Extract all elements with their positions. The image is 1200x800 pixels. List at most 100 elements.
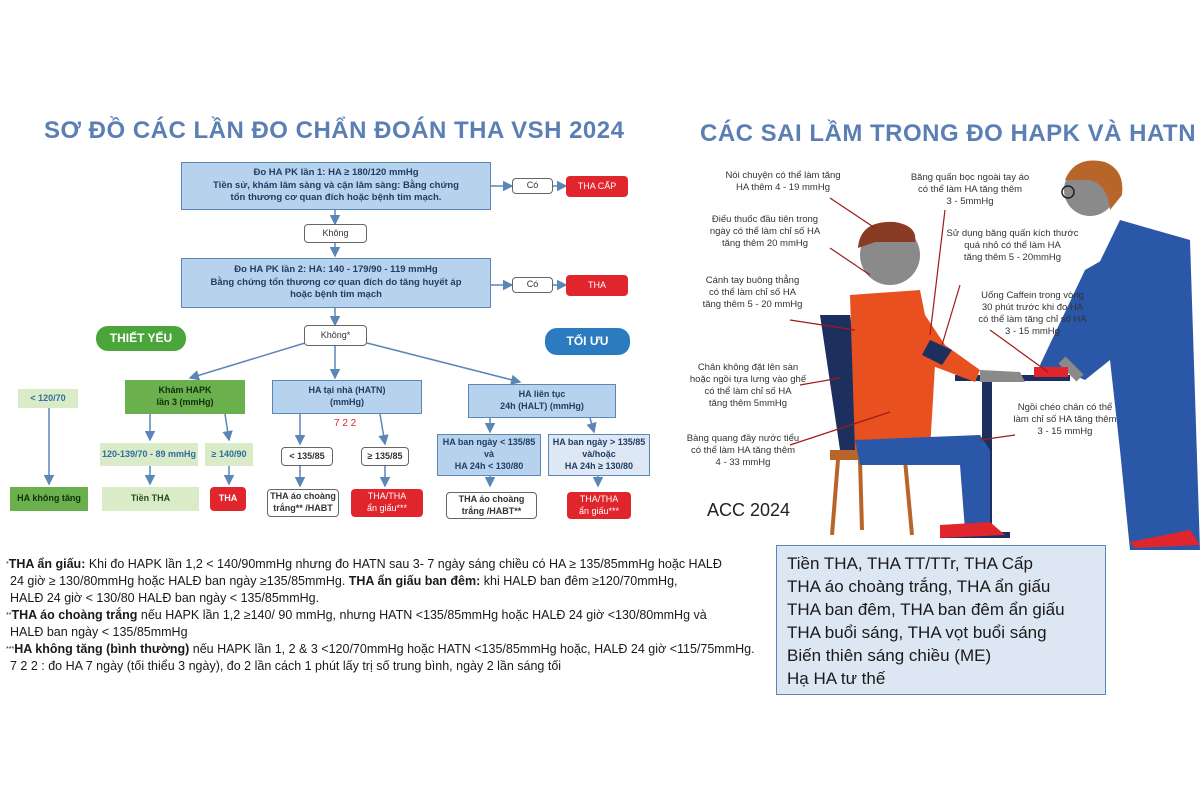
flowchart-title: SƠ ĐỒ CÁC LẦN ĐO CHẨN ĐOÁN THA VSH 2024: [44, 117, 625, 144]
home-line2: (mmHg): [330, 397, 364, 407]
wc2-line2: trắng /HABT**: [461, 505, 522, 516]
step1-result: THA CẤP: [566, 176, 628, 197]
day-ge-line2: và/hoặc: [582, 449, 616, 460]
essential-badge: THIẾT YẾU: [96, 326, 186, 351]
label-bladder-3: 4 - 33 mmHg: [715, 457, 771, 468]
measurement-illustration: [789, 160, 1200, 550]
note-722: 7 2 2 : đo HA 7 ngày (tối thiểu 3 ngày),…: [10, 659, 562, 673]
seven-two-two: 7 2 2: [334, 418, 357, 429]
label-cuff-over-1: Băng quấn bọc ngoài tay áo: [910, 172, 1030, 183]
wc1-box: THA áo choàng trắng** /HABT: [267, 489, 339, 517]
day-lt-line2: và: [483, 449, 494, 460]
no-label-1: Không: [304, 224, 367, 243]
label-talking: Nói chuyện có thể làm tăng HA thêm 4 - 1…: [718, 170, 848, 194]
patient-hair: [858, 221, 916, 248]
normal-box: HA không tăng: [10, 487, 88, 511]
label-arm-2: có thể làm chỉ số HA: [708, 287, 797, 298]
home-box: HA tại nhà (HATN) (mmHg): [272, 380, 422, 414]
label-arm-1: Cánh tay buông thẳng: [705, 275, 800, 286]
label-feet-1: Chân không đặt lên sàn: [697, 362, 799, 373]
label-legs-1: Ngồi chéo chân có thể: [1017, 402, 1113, 413]
bp-cuff: [922, 340, 952, 365]
label-arm: Cánh tay buông thẳng có thể làm chỉ số H…: [690, 275, 815, 311]
masked2-line1: THA/THA: [579, 493, 619, 504]
lt120-box: < 120/70: [18, 389, 78, 408]
step2-line3: hoặc bệnh tim mạch: [290, 289, 382, 301]
ge140-box: ≥ 140/90: [205, 443, 253, 466]
label-small-cuff: Sử dụng băng quấn kích thước quá nhỏ có …: [940, 228, 1085, 264]
step1-yes: Có: [512, 178, 553, 194]
pre-box: Tiền THA: [102, 487, 199, 511]
label-caffeine: Uống Caffein trong vòng 30 phút trước kh…: [965, 290, 1100, 338]
note-masked-term: THA ẩn giấu:: [8, 557, 86, 571]
label-cuff-over-3: 3 - 5mmHg: [946, 196, 994, 207]
step2-line1: Đo HA PK lần 2: HA: 140 - 179/90 - 119 m…: [234, 264, 438, 276]
label-feet: Chân không đặt lên sàn hoặc ngồi tựa lưn…: [678, 362, 818, 410]
label-arm-3: tăng thêm 5 - 20 mmHg: [702, 299, 803, 310]
nurse-shoe: [1130, 530, 1200, 548]
abpm-box: HA liên tục 24h (HALT) (mmHg): [468, 384, 616, 418]
label-feet-4: tăng thêm 5mmHg: [708, 398, 788, 409]
masked1-box: THA/THA ẩn giấu***: [351, 489, 423, 517]
masked2-box: THA/THA ẩn giấu***: [567, 492, 631, 519]
label-feet-2: hoặc ngồi tựa lưng vào ghế: [689, 374, 807, 385]
nurse-glasses: [1061, 185, 1075, 199]
day-lt-line1: HA ban ngày < 135/85: [442, 437, 536, 448]
label-smoking-1: Điếu thuốc đầu tiên trong: [711, 214, 819, 225]
label-smoking: Điếu thuốc đầu tiên trong ngày có thể là…: [695, 214, 835, 250]
note-masked: *THA ẩn giấu: Khi đo HAPK lần 1,2 < 140/…: [6, 557, 722, 571]
bp-monitor: [1034, 367, 1068, 377]
label-smoking-3: tăng thêm 20 mmHg: [721, 238, 809, 249]
label-legs-2: làm chỉ số HA tăng thêm: [1013, 414, 1117, 425]
label-feet-3: có thể làm chỉ số HA: [704, 386, 792, 397]
label-talking-1: Nói chuyện có thể làm tăng: [725, 170, 841, 181]
errors-title: CÁC SAI LẦM TRONG ĐO HAPK VÀ HATN: [700, 120, 1197, 147]
label-bladder-1: Bàng quang đầy nước tiểu: [686, 433, 800, 444]
abpm-line1: HA liên tục: [518, 389, 566, 400]
summary-line-2: THA áo choàng trắng, THA ẩn giấu: [787, 577, 1051, 596]
day-lt-line3: HA 24h < 130/80: [454, 460, 524, 471]
label-caffeine-2: 30 phút trước khi đo HA: [981, 302, 1084, 313]
label-bladder: Bàng quang đầy nước tiểu có thể làm HA t…: [678, 433, 808, 469]
day-ge-line3: HA 24h ≥ 130/80: [564, 460, 634, 471]
label-small-cuff-1: Sử dụng băng quấn kích thước: [946, 228, 1079, 239]
day-ge-box: HA ban ngày > 135/85 và/hoặc HA 24h ≥ 13…: [548, 434, 650, 476]
footnotes: *THA ẩn giấu: Khi đo HAPK lần 1,2 < 140/…: [6, 556, 776, 675]
label-legs-3: 3 - 15 mmHg: [1037, 426, 1093, 437]
note-normal: ***HA không tăng (bình thường) nếu HAPK …: [6, 642, 755, 656]
note-normal-text: nếu HAPK lần 1, 2 & 3 <120/70mmHg hoặc H…: [189, 642, 755, 656]
chair-legs: [830, 459, 914, 536]
nurse-arm: [1040, 250, 1130, 380]
wc2-line1: THA áo choàng: [458, 493, 525, 504]
masked2-line2: ẩn giấu***: [578, 505, 620, 516]
summary-line-3: THA ban đêm, THA ban đêm ẩn giấu: [787, 600, 1065, 619]
step2-result: THA: [566, 275, 628, 296]
step1-line1: Đo HA PK lần 1: HA ≥ 180/120 mmHg: [253, 167, 419, 179]
label-cuff-over-2: có thể làm HA tăng thêm: [917, 184, 1023, 195]
patient-arm: [905, 300, 980, 382]
note-whitecoat: **THA áo choàng trắng nếu HAPK lần 1,2 ≥…: [6, 608, 707, 622]
label-small-cuff-3: tăng thêm 5 - 20mmHg: [963, 252, 1062, 263]
source-label: ACC 2024: [707, 500, 791, 520]
day-lt-box: HA ban ngày < 135/85 và HA 24h < 130/80: [437, 434, 541, 476]
summary-line-4: THA buổi sáng, THA vọt buổi sáng: [787, 623, 1047, 642]
step1-line2: Tiền sử, khám lâm sàng và cận lâm sàng: …: [213, 179, 459, 191]
tha-box: THA: [210, 487, 246, 511]
label-crossed-legs: Ngồi chéo chân có thể làm chỉ số HA tăng…: [1000, 402, 1130, 438]
patient-legs: [855, 435, 990, 530]
step2-yes: Có: [512, 277, 553, 293]
note-masked-line3: HALĐ 24 giờ < 130/80 HALĐ ban ngày < 135…: [10, 591, 320, 605]
wc2-box: THA áo choàng trắng /HABT**: [446, 492, 537, 519]
abpm-line2: 24h (HALT) (mmHg): [500, 401, 584, 411]
summary-line-5: Biến thiên sáng chiều (ME): [787, 646, 992, 665]
step1-box: Đo HA PK lần 1: HA ≥ 180/120 mmHg Tiền s…: [181, 162, 491, 210]
masked1-line1: THA/THA: [367, 491, 407, 502]
summary-line-6: Hạ HA tư thế: [787, 669, 886, 688]
home-line1: HA tại nhà (HATN): [308, 385, 386, 396]
label-caffeine-3: có thể làm tăng chỉ số HA: [978, 314, 1087, 325]
day-ge-line1: HA ban ngày > 135/85: [552, 437, 646, 448]
note-masked-line2b: khi HALĐ ban đêm ≥120/70mmHg,: [480, 574, 678, 588]
note-masked-cont: 24 giờ ≥ 130/80mmHg hoặc HALĐ ban ngày ≥…: [6, 573, 776, 590]
nurse-hair: [1065, 160, 1123, 210]
optimal-badge: TỐI ƯU: [545, 328, 630, 355]
